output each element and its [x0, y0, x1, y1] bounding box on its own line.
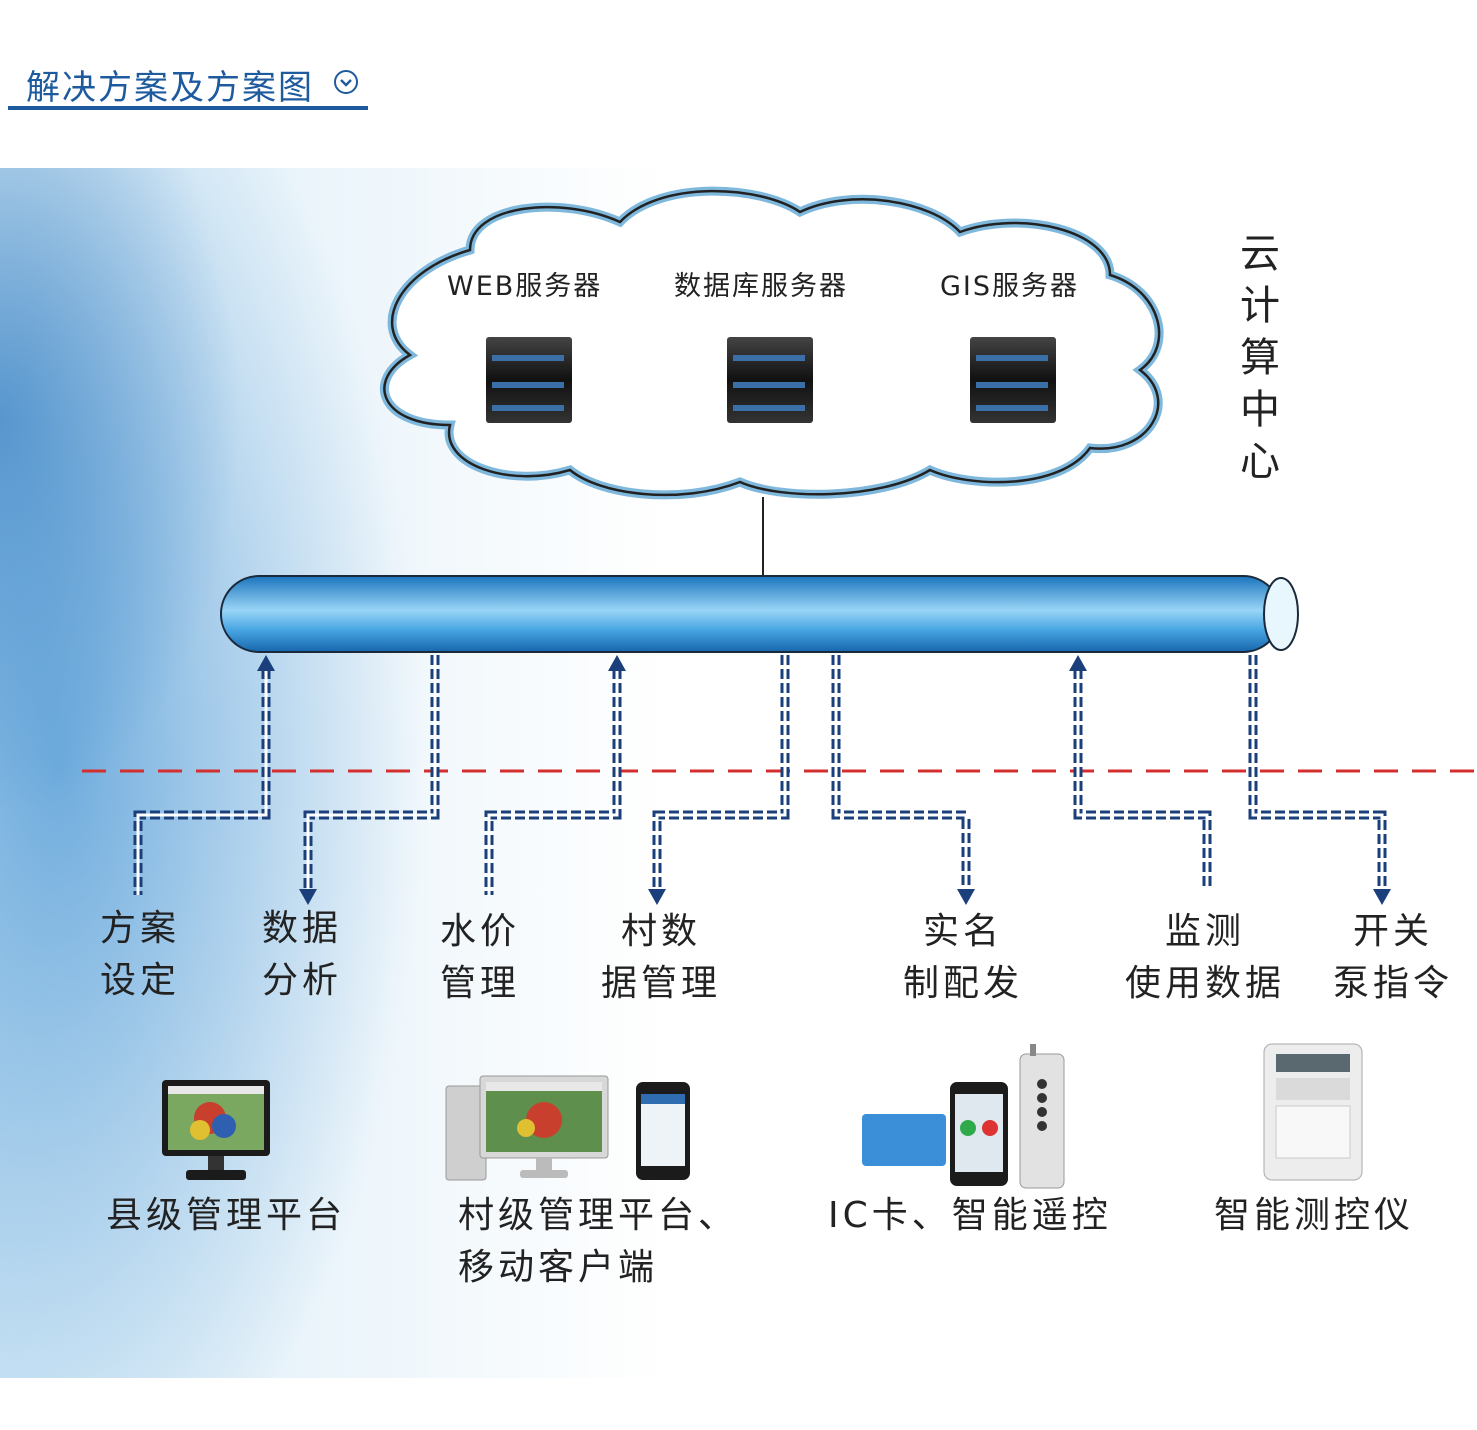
arrow-head-icon [1373, 889, 1391, 905]
device-label-village: 村级管理平台、移动客户端 [458, 1195, 739, 1288]
device-label-ic-card: IC卡、智能遥控 [828, 1195, 1112, 1236]
server-rack-icon [486, 337, 572, 423]
arrow-head-icon [648, 889, 666, 905]
flow-arrow-6 [1069, 655, 1212, 890]
meter-icon [1263, 1043, 1363, 1181]
chevron-down-circle-icon[interactable] [334, 70, 358, 94]
server-label-database: 数据库服务器 [674, 271, 848, 302]
flow-arrows [133, 655, 1391, 905]
flow-label-monitor: 监测使用数据 [1124, 911, 1285, 1004]
flow-arrow-7 [1248, 655, 1391, 905]
page-title: 解决方案及方案图 [26, 68, 314, 108]
device-label-county: 县级管理平台 [106, 1195, 347, 1236]
arrow-head-icon [1069, 655, 1087, 671]
flow-label-price: 水价管理 [440, 911, 521, 1004]
cloud-title-vertical: 云 计 算 中 心 [1240, 231, 1280, 485]
flow-label-analysis: 数据分析 [262, 908, 343, 1001]
device-label-meter: 智能测控仪 [1214, 1195, 1415, 1236]
flow-arrow-4 [648, 655, 790, 905]
title-underline [8, 106, 368, 110]
desktop-phone-icon [445, 1075, 690, 1181]
server-rack-icon [727, 337, 813, 423]
arrow-head-icon [299, 889, 317, 905]
card-remote-icon [862, 1044, 1065, 1189]
flow-label-plan: 方案设定 [100, 908, 181, 1001]
arrow-head-icon [608, 655, 626, 671]
arrow-head-icon [957, 889, 975, 905]
flow-label-pump: 开关泵指令 [1332, 911, 1453, 1004]
flow-label-village-data: 村数据管理 [600, 911, 721, 1004]
flow-arrow-3 [484, 655, 626, 895]
flow-arrow-2 [299, 655, 440, 905]
flow-label-realname: 实名制配发 [902, 911, 1023, 1004]
network-pipe [220, 575, 1299, 653]
server-label-web: WEB服务器 [447, 271, 603, 302]
server-label-gis: GIS服务器 [940, 271, 1080, 302]
arrow-head-icon [257, 655, 275, 671]
server-rack-icon [970, 337, 1056, 423]
flow-arrow-1 [133, 655, 275, 895]
flow-arrow-5 [831, 655, 975, 905]
monitor-icon [162, 1080, 270, 1180]
